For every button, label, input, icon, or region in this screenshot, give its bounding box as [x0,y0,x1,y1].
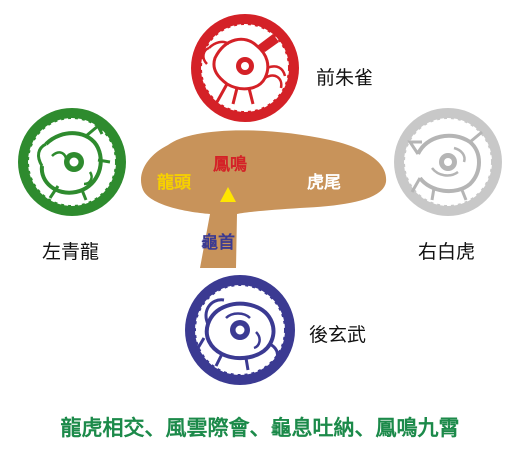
tiger-seal-icon [394,108,502,216]
phoenix-seal-icon [191,14,299,122]
label-tiger-tail: 虎尾 [307,173,341,193]
label-turtle-head: 龜首 [201,233,235,253]
tortoise-snake-seal-icon [185,275,295,385]
label-bottom-black-tortoise: 後玄武 [309,324,367,346]
dragon-seal-icon [18,108,126,216]
label-phoenix-call: 鳳鳴 [213,155,247,175]
label-right-white-tiger: 右白虎 [418,241,476,263]
label-top-vermilion-bird: 前朱雀 [316,67,374,89]
central-body-shape [140,130,387,268]
label-dragon-head: 龍頭 [157,173,191,193]
center-triangle-icon [220,187,236,202]
caption: 龍虎相交、風雲際會、龜息吐納、鳳鳴九霄 [60,416,460,440]
label-left-azure-dragon: 左青龍 [42,241,100,263]
